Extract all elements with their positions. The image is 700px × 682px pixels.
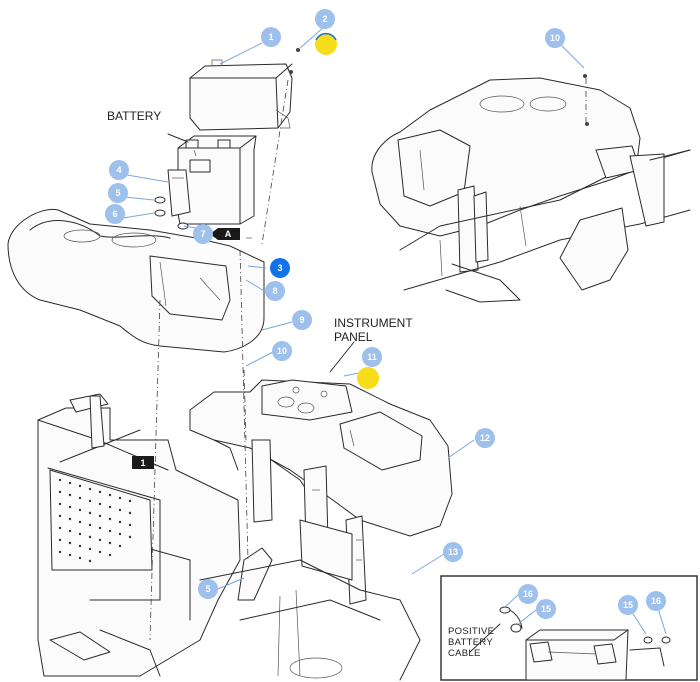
main-frame <box>37 393 301 677</box>
detail-view-upper-right <box>371 74 691 303</box>
svg-text:10: 10 <box>277 346 287 356</box>
callout-11[interactable]: 11 <box>362 347 382 367</box>
label-positive-cable-1: POSITIVE <box>448 626 494 637</box>
callout-12[interactable]: 12 <box>475 428 495 448</box>
callout-16-left[interactable]: 16 <box>518 584 538 604</box>
svg-text:5: 5 <box>115 188 120 198</box>
svg-text:7: 7 <box>200 229 205 239</box>
callout-10-right[interactable]: 10 <box>545 28 565 48</box>
callout-15-right[interactable]: 15 <box>618 595 638 615</box>
perforated-plate <box>49 469 153 571</box>
callout-2[interactable]: 2 <box>315 9 335 29</box>
svg-text:8: 8 <box>272 286 277 296</box>
svg-text:1: 1 <box>268 32 273 42</box>
svg-text:4: 4 <box>116 165 121 175</box>
callout-3[interactable]: 3 <box>270 258 290 278</box>
svg-text:11: 11 <box>367 352 377 362</box>
callout-1[interactable]: 1 <box>261 27 281 47</box>
callout-15-left[interactable]: 15 <box>536 599 556 619</box>
center-console <box>189 379 453 537</box>
label-instrument-panel-2: PANEL <box>334 330 373 344</box>
svg-text:15: 15 <box>623 600 633 610</box>
svg-text:2: 2 <box>322 14 327 24</box>
callout-5-frame[interactable]: 5 <box>198 579 218 599</box>
assembly-centerlines <box>149 79 289 641</box>
svg-text:10: 10 <box>550 33 560 43</box>
tag-a: A <box>210 228 240 240</box>
battery-cover <box>189 59 293 131</box>
callout-8[interactable]: 8 <box>265 281 285 301</box>
svg-text:1: 1 <box>140 458 145 468</box>
label-instrument-panel-1: INSTRUMENT <box>334 316 413 330</box>
battery-bracket <box>167 169 191 217</box>
callout-16-right[interactable]: 16 <box>646 591 666 611</box>
svg-text:16: 16 <box>523 589 533 599</box>
console-support <box>199 439 421 681</box>
marker-yellow-panel <box>357 367 379 389</box>
label-battery: BATTERY <box>107 109 161 123</box>
svg-text:5: 5 <box>205 584 210 594</box>
svg-text:16: 16 <box>651 596 661 606</box>
svg-text:15: 15 <box>541 604 551 614</box>
svg-text:3: 3 <box>277 263 282 273</box>
label-positive-cable-3: CABLE <box>448 648 481 659</box>
label-positive-cable-2: BATTERY <box>448 637 493 648</box>
callout-7[interactable]: 7 <box>193 224 213 244</box>
battery <box>177 135 257 225</box>
tag-1: 1 <box>132 456 154 469</box>
callout-4[interactable]: 4 <box>109 160 129 180</box>
callout-leaders <box>122 26 667 653</box>
callout-6[interactable]: 6 <box>105 204 125 224</box>
svg-text:13: 13 <box>448 547 458 557</box>
callout-bubbles: 1 2 4 5 6 7 3 8 9 10 11 12 13 5 10 16 15… <box>105 9 666 619</box>
callout-10-left[interactable]: 10 <box>272 341 292 361</box>
marker-yellow-top <box>315 32 337 55</box>
callout-13[interactable]: 13 <box>443 542 463 562</box>
text-labels: BATTERY INSTRUMENT PANEL POSITIVE BATTER… <box>107 109 494 659</box>
callout-5[interactable]: 5 <box>108 183 128 203</box>
left-console <box>7 208 265 353</box>
svg-text:12: 12 <box>480 433 490 443</box>
svg-text:6: 6 <box>112 209 117 219</box>
callout-9[interactable]: 9 <box>292 310 312 330</box>
svg-text:A: A <box>225 229 232 239</box>
svg-text:9: 9 <box>299 315 304 325</box>
